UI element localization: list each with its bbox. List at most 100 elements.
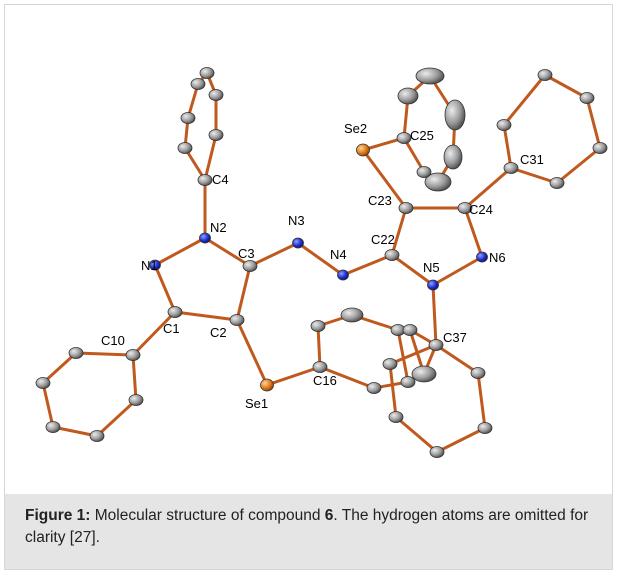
atom-carbon-c2 xyxy=(229,314,245,326)
bond-C22-C23 xyxy=(390,206,408,257)
bond-Se1-C16 xyxy=(265,365,322,387)
atom-carbon-p1a xyxy=(177,142,193,154)
atom-carbon-p2a xyxy=(68,347,84,359)
bond-N5-C37 xyxy=(431,283,438,347)
atom-carbon-c24 xyxy=(457,202,473,214)
bond-C24-N6 xyxy=(463,206,484,259)
atom-carbon-p5b xyxy=(537,69,553,81)
atom-carbon-p4d xyxy=(443,144,463,170)
bond-C10-p2a xyxy=(74,351,135,357)
atom-carbon-c4 xyxy=(197,174,213,186)
atom-carbon-p4e xyxy=(424,172,452,192)
atom-carbon-c1 xyxy=(167,306,183,318)
atom-nitrogen-n3 xyxy=(292,237,304,249)
atom-carbon-c37 xyxy=(428,339,444,351)
bond-p2e-C10 xyxy=(131,353,138,402)
bond-p3e-C16 xyxy=(318,365,376,390)
atom-carbon-c10 xyxy=(125,349,141,361)
bond-C23-Se2 xyxy=(361,148,408,210)
bond-N5-C22 xyxy=(390,253,435,287)
atom-carbon-c23 xyxy=(398,202,414,214)
atom-label-n4: N4 xyxy=(330,247,347,262)
bond-C1-N1 xyxy=(153,263,177,314)
bond-C24-C31 xyxy=(463,166,513,210)
atom-label-c16: C16 xyxy=(313,373,337,388)
atom-label-c10: C10 xyxy=(101,333,125,348)
atom-carbon-p2c xyxy=(45,421,61,433)
bond-C37-p6b xyxy=(434,343,480,375)
atom-carbon-p5a xyxy=(496,119,512,131)
atom-carbon-p6d xyxy=(429,446,445,458)
bond-p1f-C4 xyxy=(203,133,218,182)
atom-carbon-c16 xyxy=(312,361,328,373)
atom-carbon-p6a xyxy=(402,324,418,336)
atom-carbon-p4a xyxy=(397,87,419,105)
atom-carbon-p5d xyxy=(592,142,608,154)
atom-carbon-p3a xyxy=(310,320,326,332)
figure-frame xyxy=(4,4,613,570)
bond-p5e-C31 xyxy=(509,166,559,185)
atom-nitrogen-n6 xyxy=(476,251,488,263)
bond-C2-C1 xyxy=(173,310,239,322)
atom-label-se1: Se1 xyxy=(245,396,268,411)
caption-text-before: Molecular structure of compound xyxy=(90,507,325,524)
atom-carbon-p1d xyxy=(199,67,215,79)
bond-C3-C2 xyxy=(235,264,252,322)
bond-p3c-p3d xyxy=(396,328,410,384)
bond-C31-p5a xyxy=(502,123,513,170)
atom-carbon-p1b xyxy=(180,112,196,124)
atom-label-c1: C1 xyxy=(163,321,180,336)
atom-nitrogen-n1 xyxy=(149,259,161,271)
bond-C4-p1a xyxy=(183,146,207,182)
caption-text-after: . The hydrogen atoms are omitted for cla… xyxy=(25,507,589,546)
bond-p6b-p6c xyxy=(476,371,487,430)
bond-C16-p3a xyxy=(316,324,322,369)
atom-carbon-p6c xyxy=(477,422,493,434)
atom-nitrogen-n5 xyxy=(427,279,439,291)
atom-carbon-p5c xyxy=(579,92,595,104)
atom-carbon-p6b xyxy=(470,367,486,379)
bond-N2-C3 xyxy=(203,236,252,268)
atom-selenium-se1 xyxy=(260,378,274,392)
atom-carbon-p6g xyxy=(411,365,437,383)
atom-label-n2: N2 xyxy=(210,220,227,235)
atom-label-c22: C22 xyxy=(371,232,395,247)
atom-label-n1: N1 xyxy=(141,258,158,273)
atom-nitrogen-n2 xyxy=(199,232,211,244)
bond-N6-N5 xyxy=(431,255,484,287)
bond-p6d-p6e xyxy=(394,415,439,454)
bond-p2a-p2b xyxy=(41,351,78,385)
bond-N4-C22 xyxy=(341,253,394,277)
atom-nitrogen-n4 xyxy=(337,269,349,281)
bond-p5c-p5d xyxy=(585,96,602,150)
atom-carbon-c31 xyxy=(503,162,519,174)
bond-p6e-p6f xyxy=(388,362,398,419)
bond-C1-C10 xyxy=(131,310,177,357)
bond-p6f-C37 xyxy=(388,343,438,366)
bond-p6c-p6d xyxy=(435,426,487,454)
atom-carbon-p2e xyxy=(128,394,144,406)
atom-label-c2: C2 xyxy=(210,325,227,340)
bond-C2-Se1 xyxy=(235,318,269,387)
atom-carbon-p3e xyxy=(366,382,382,394)
atom-label-c25: C25 xyxy=(410,128,434,143)
caption-label: Figure 1: xyxy=(25,507,91,524)
atom-carbon-p4b xyxy=(415,67,445,85)
atom-label-n5: N5 xyxy=(423,260,440,275)
atom-label-c3: C3 xyxy=(238,246,255,261)
atom-carbon-p3b xyxy=(340,307,364,323)
atom-carbon-p4c xyxy=(444,99,466,131)
atoms xyxy=(35,67,608,458)
atom-carbon-p4f xyxy=(416,166,432,178)
atom-label-c23: C23 xyxy=(368,193,392,208)
bond-N1-N2 xyxy=(153,236,207,267)
bond-p2b-p2c xyxy=(41,381,55,429)
atom-carbon-p1f xyxy=(208,129,224,141)
atom-carbon-p1c xyxy=(190,78,206,90)
atom-label-c37: C37 xyxy=(443,330,467,345)
bond-p5a-p5b xyxy=(502,73,547,127)
atom-carbon-p2d xyxy=(89,430,105,442)
atom-label-c24: C24 xyxy=(469,202,493,217)
